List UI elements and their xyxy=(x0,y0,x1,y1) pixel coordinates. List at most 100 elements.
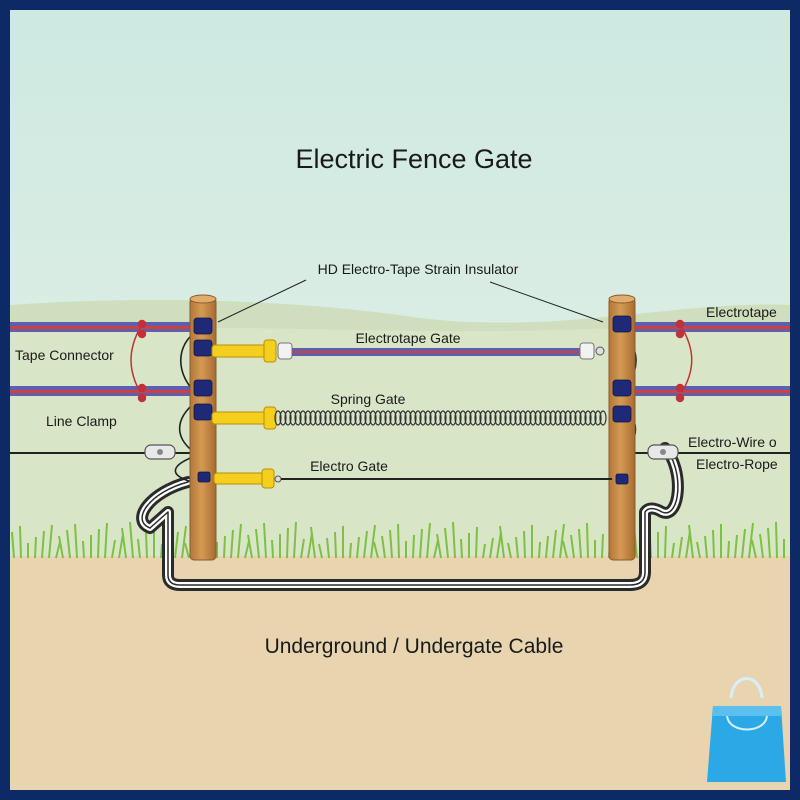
spring-coil-loop xyxy=(494,410,502,426)
label-line-clamp: Line Clamp xyxy=(46,413,117,429)
spring-coil-loop xyxy=(504,410,512,426)
grass-blade xyxy=(74,523,78,559)
spring-coil-loop xyxy=(324,410,332,426)
grass-blade xyxy=(271,539,274,559)
grass-blade xyxy=(237,523,242,559)
spring-coil-loop xyxy=(314,410,322,426)
spring-coil-loop xyxy=(379,410,387,426)
grass-blade xyxy=(741,528,746,559)
grass-blade xyxy=(767,527,771,559)
grass-blade xyxy=(145,532,148,559)
grass-blade xyxy=(318,543,323,559)
spring-coil-loop xyxy=(374,410,382,426)
spring-coil-loop xyxy=(309,410,317,426)
shopping-bag-icon xyxy=(707,677,786,782)
grass-blade xyxy=(381,535,386,559)
tape-middle-right xyxy=(620,386,790,390)
grass-blade xyxy=(664,525,667,559)
insulators-right xyxy=(612,315,632,485)
spring-coil-loop xyxy=(554,410,562,426)
label-tape-connector: Tape Connector xyxy=(15,347,114,363)
post-right xyxy=(608,294,636,561)
spring-coil-loop xyxy=(359,410,367,426)
label-underground-cable: Underground / Undergate Cable xyxy=(265,635,564,658)
grass-blade xyxy=(499,525,505,559)
tape-connector-right xyxy=(675,319,693,403)
spring-coil-loop xyxy=(489,410,497,426)
spring-coil-loop xyxy=(299,410,307,426)
spring-coil-loop xyxy=(384,410,392,426)
grass-blade xyxy=(160,543,163,559)
spring-coil-loop xyxy=(439,410,447,426)
spring-coil-loop xyxy=(394,410,402,426)
grass-blade xyxy=(184,542,190,559)
leader-line-left xyxy=(217,279,307,323)
spring-coil-loop xyxy=(364,410,372,426)
spring-coil-loop xyxy=(464,410,472,426)
hill-front xyxy=(10,327,790,560)
label-spring-gate: Spring Gate xyxy=(331,391,406,407)
spring-coil-loop xyxy=(549,410,557,426)
grass-blade xyxy=(452,521,456,559)
grass-blade xyxy=(255,528,260,559)
grass-blade xyxy=(349,542,352,559)
spring-coil-loop xyxy=(534,410,542,426)
label-electro-wire: Electro-Wire o xyxy=(688,434,777,450)
spring-coil-loop xyxy=(524,410,532,426)
grass-blade xyxy=(230,529,234,559)
spring-coil-loop xyxy=(369,410,377,426)
post-left xyxy=(189,294,217,561)
grass-blade xyxy=(712,529,715,559)
tape-top-right xyxy=(620,322,790,326)
grass-blade xyxy=(334,531,337,559)
spring-coil-loop xyxy=(444,410,452,426)
grass-blade xyxy=(58,535,64,559)
grass-blade xyxy=(263,522,267,559)
spring-coil-loop xyxy=(339,410,347,426)
spring-coil-loop xyxy=(349,410,357,426)
electrotape-gate xyxy=(211,339,605,363)
spring-coil-loop xyxy=(389,410,397,426)
grass-blade xyxy=(489,537,494,559)
grass-blade xyxy=(48,524,53,559)
grass-blade xyxy=(66,529,71,559)
grass-blade xyxy=(552,529,557,559)
insulators-left xyxy=(193,317,213,483)
grass-blade xyxy=(419,528,423,559)
grass-blade xyxy=(247,534,253,559)
grass-blade xyxy=(562,540,568,559)
spring-coil-loop xyxy=(329,410,337,426)
grass-blade xyxy=(538,541,541,559)
line-clamp-left xyxy=(144,444,176,460)
spring-coil-loop xyxy=(289,410,297,426)
spring-coil-loop xyxy=(319,410,327,426)
grass-blade xyxy=(460,538,463,559)
grass-blade xyxy=(286,527,289,559)
grass-blade xyxy=(310,526,316,559)
grass-blade xyxy=(751,539,757,559)
grass-blade xyxy=(104,522,108,559)
label-electrotape: Electrotape xyxy=(706,304,777,320)
grass-blade xyxy=(482,543,486,559)
grass-blade xyxy=(570,534,575,559)
grass-blade xyxy=(356,536,360,559)
grass-blade xyxy=(578,528,582,559)
spring-coil-loop xyxy=(564,410,572,426)
spring-coil-loop xyxy=(589,410,597,426)
spring-coil-loop xyxy=(304,410,312,426)
grass-blade xyxy=(523,530,526,559)
grass-blade xyxy=(223,535,226,559)
grass-blade xyxy=(475,526,478,559)
spring-coil-loop xyxy=(584,410,592,426)
spring-coil-loop xyxy=(574,410,582,426)
spring-coil-loop xyxy=(514,410,522,426)
spring-coil-loop xyxy=(279,410,287,426)
spring-coil-loop xyxy=(569,410,577,426)
gate-handle-tape xyxy=(211,344,273,358)
grass-blade xyxy=(129,521,134,559)
label-electrotape-gate: Electrotape Gate xyxy=(355,330,460,346)
spring-coil-loop xyxy=(409,410,417,426)
spring-coil xyxy=(274,410,607,426)
spring-coil-loop xyxy=(434,410,442,426)
